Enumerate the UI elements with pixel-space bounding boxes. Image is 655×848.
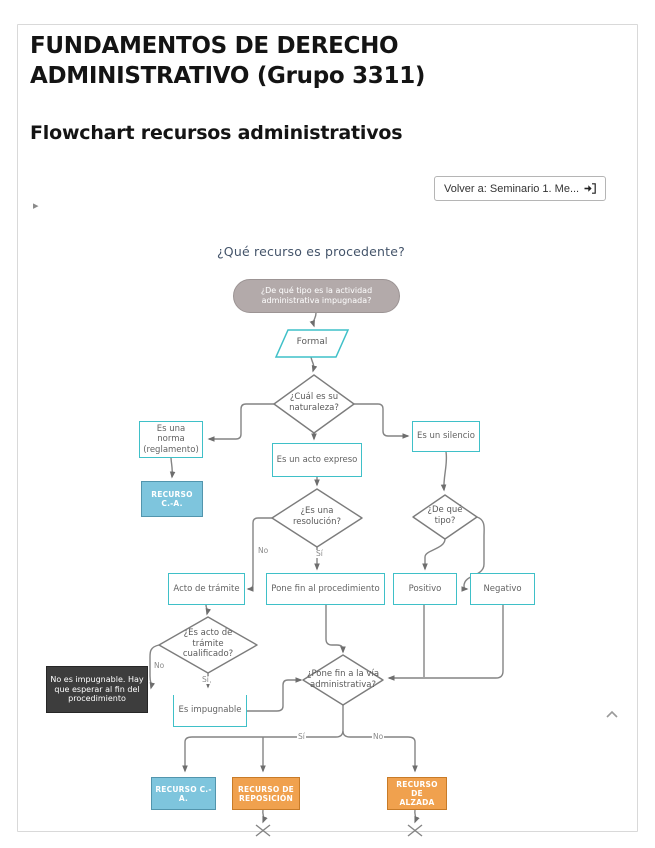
node-norma: Es una norma (reglamento): [139, 421, 203, 458]
scroll-to-top-button[interactable]: [605, 710, 621, 722]
node-silencio: Es un silencio: [412, 421, 480, 452]
page-title: Flowchart recursos administrativos: [30, 122, 403, 144]
enter-arrow-icon: [584, 183, 596, 194]
node-acto-expreso: Es un acto expreso: [272, 443, 362, 477]
back-to-seminar-button[interactable]: Volver a: Seminario 1. Me...: [434, 176, 607, 201]
node-recurso-ca-top: RECURSO C.-A.: [141, 481, 203, 517]
node-recurso-reposicion: RECURSO DE REPOSICIÓN: [232, 777, 300, 810]
node-recurso-ca-bottom: RECURSO C.-A.: [151, 777, 216, 810]
flowchart-start-node: ¿De qué tipo es la actividad administrat…: [233, 279, 400, 313]
node-acto-tramite: Acto de trámite: [168, 573, 245, 605]
back-button-label: Volver a: Seminario 1. Me...: [444, 182, 580, 195]
node-pone-fin-procedimiento: Pone fin al procedimiento: [266, 573, 385, 605]
node-es-impugnable: Es impugnable: [173, 695, 247, 727]
node-positivo: Positivo: [393, 573, 457, 605]
disclosure-triangle-icon[interactable]: ▸: [33, 199, 39, 212]
course-title: FUNDAMENTOS DE DERECHO ADMINISTRATIVO (G…: [30, 33, 426, 89]
node-recurso-alzada: RECURSO DE ALZADA: [387, 777, 447, 810]
node-negativo: Negativo: [470, 573, 535, 605]
flowchart-title: ¿Qué recurso es procedente?: [216, 244, 406, 259]
node-no-impugnable: No es impugnable. Hay que esperar al fin…: [46, 666, 148, 713]
